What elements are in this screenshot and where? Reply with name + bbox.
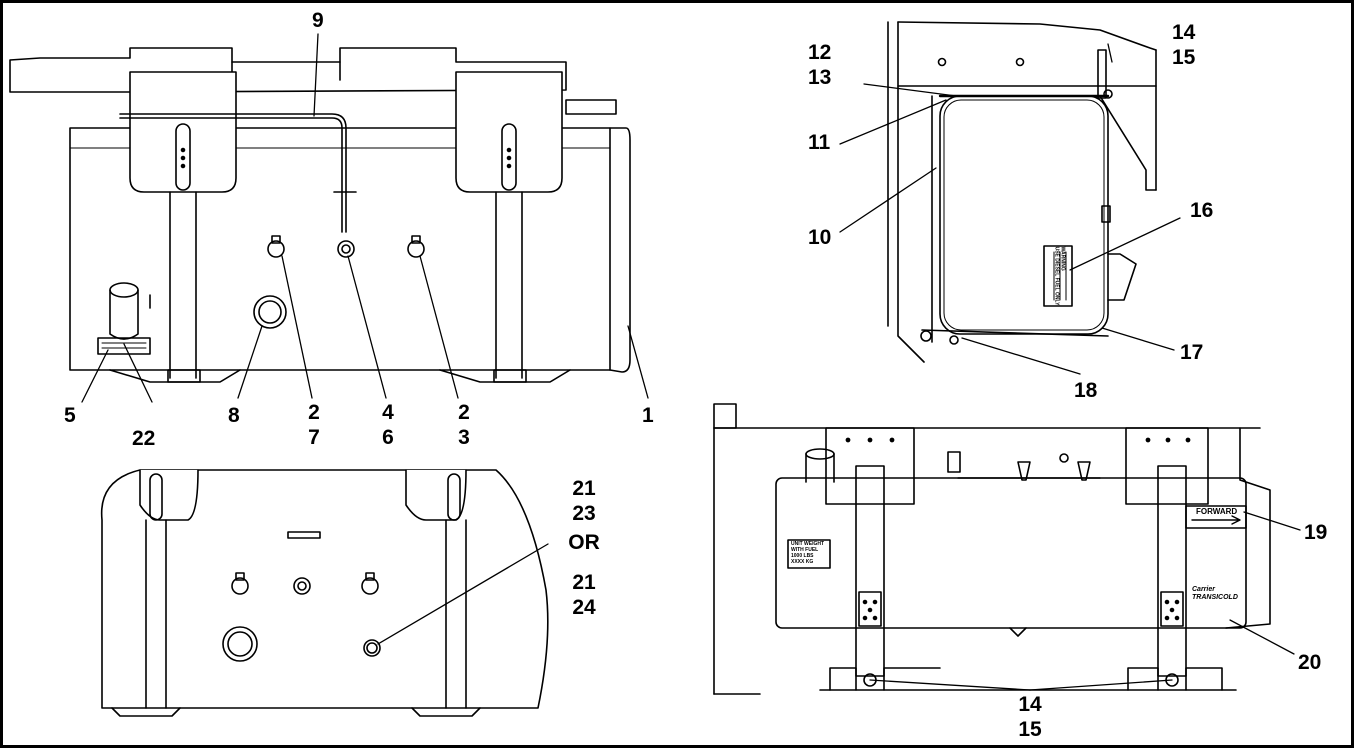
callout-10: 10 [808, 226, 832, 249]
weight-decal-text: UNIT WEIGHT WITH FUEL 1000 LBS XXXX KG [791, 541, 824, 565]
callout-1: 1 [642, 404, 654, 427]
tank-end-right [609, 127, 631, 373]
callout-14-top: 14 [1172, 21, 1196, 44]
alt-tank-outline [100, 469, 549, 709]
callout-17: 17 [1180, 341, 1204, 364]
callout-9: 9 [312, 9, 324, 32]
callout-12: 12 [808, 41, 832, 64]
callout-16: 16 [1190, 199, 1214, 222]
callout-21-24-line-2: 24 [572, 596, 596, 619]
callout-21-23: 21 23 [566, 476, 602, 526]
callout-11: 11 [808, 131, 831, 154]
callout-2-7: 2 7 [302, 400, 326, 450]
warning-decal-text: WARNING USE DIESEL FUEL ONLY [1053, 247, 1065, 306]
drain-plug [363, 639, 381, 657]
callout-19: 19 [1304, 521, 1328, 544]
frame-rail [9, 47, 567, 93]
forward-decal-text: FORWARD [1196, 507, 1238, 516]
callout-13: 13 [808, 66, 832, 89]
callout-15-top: 15 [1172, 46, 1196, 69]
side-view [713, 403, 1301, 695]
right-saddle [455, 71, 563, 193]
callout-8: 8 [228, 404, 240, 427]
filler-neck [109, 289, 139, 340]
front-view [9, 33, 649, 403]
callout-4-6: 4 6 [376, 400, 400, 450]
callout-21-24-line-1: 21 [572, 571, 596, 594]
callout-4-6-line-2: 6 [382, 426, 394, 449]
brand-line-2: TRANSICOLD [1192, 594, 1238, 601]
weight-line-3: 1000 LBS [791, 553, 814, 559]
callout-2-3: 2 3 [452, 400, 476, 450]
forward-arrow [1191, 515, 1241, 525]
weight-decal [787, 539, 831, 569]
tank-end [939, 95, 1109, 335]
weight-line-2: WITH FUEL [791, 547, 819, 553]
warning-decal [1043, 245, 1073, 307]
weight-line-4: XXXX KG [791, 559, 814, 565]
callout-14-15-bottom: 14 15 [1012, 692, 1048, 742]
callout-15-bottom: 15 [1018, 718, 1042, 741]
brand-decal: Carrier TRANSICOLD [1192, 586, 1238, 602]
warning-line-1: WARNING [1059, 246, 1066, 271]
side-tank-body [775, 477, 1247, 629]
callout-21-23-line-2: 23 [572, 502, 596, 525]
pipe-stub [565, 99, 617, 115]
left-saddle [129, 71, 237, 193]
warning-line-2: USE DIESEL FUEL ONLY [1053, 246, 1060, 306]
fill-cap [253, 295, 287, 329]
forward-decal [1185, 505, 1247, 529]
callout-21-23-line-1: 21 [572, 477, 596, 500]
brand-line-1: Carrier [1192, 586, 1215, 593]
callout-22: 22 [132, 427, 156, 450]
callout-or: OR [568, 531, 600, 554]
callout-5: 5 [64, 404, 76, 427]
callout-21-24: 21 24 [566, 570, 602, 620]
fuel-line [119, 113, 347, 233]
weight-line-1: UNIT WEIGHT [791, 541, 825, 547]
end-view [839, 21, 1181, 375]
callout-14-bottom: 14 [1018, 693, 1042, 716]
alternate-view [100, 469, 549, 717]
callout-20: 20 [1298, 651, 1322, 674]
tank-body [69, 127, 611, 371]
callout-2-7-line-1: 2 [308, 401, 320, 424]
callout-18: 18 [1074, 379, 1098, 402]
callout-2-3-line-2: 3 [458, 426, 470, 449]
callout-2-7-line-2: 7 [308, 426, 320, 449]
callout-4-6-line-1: 4 [382, 401, 394, 424]
callout-2-3-line-1: 2 [458, 401, 470, 424]
tank-label-plate [97, 337, 151, 355]
